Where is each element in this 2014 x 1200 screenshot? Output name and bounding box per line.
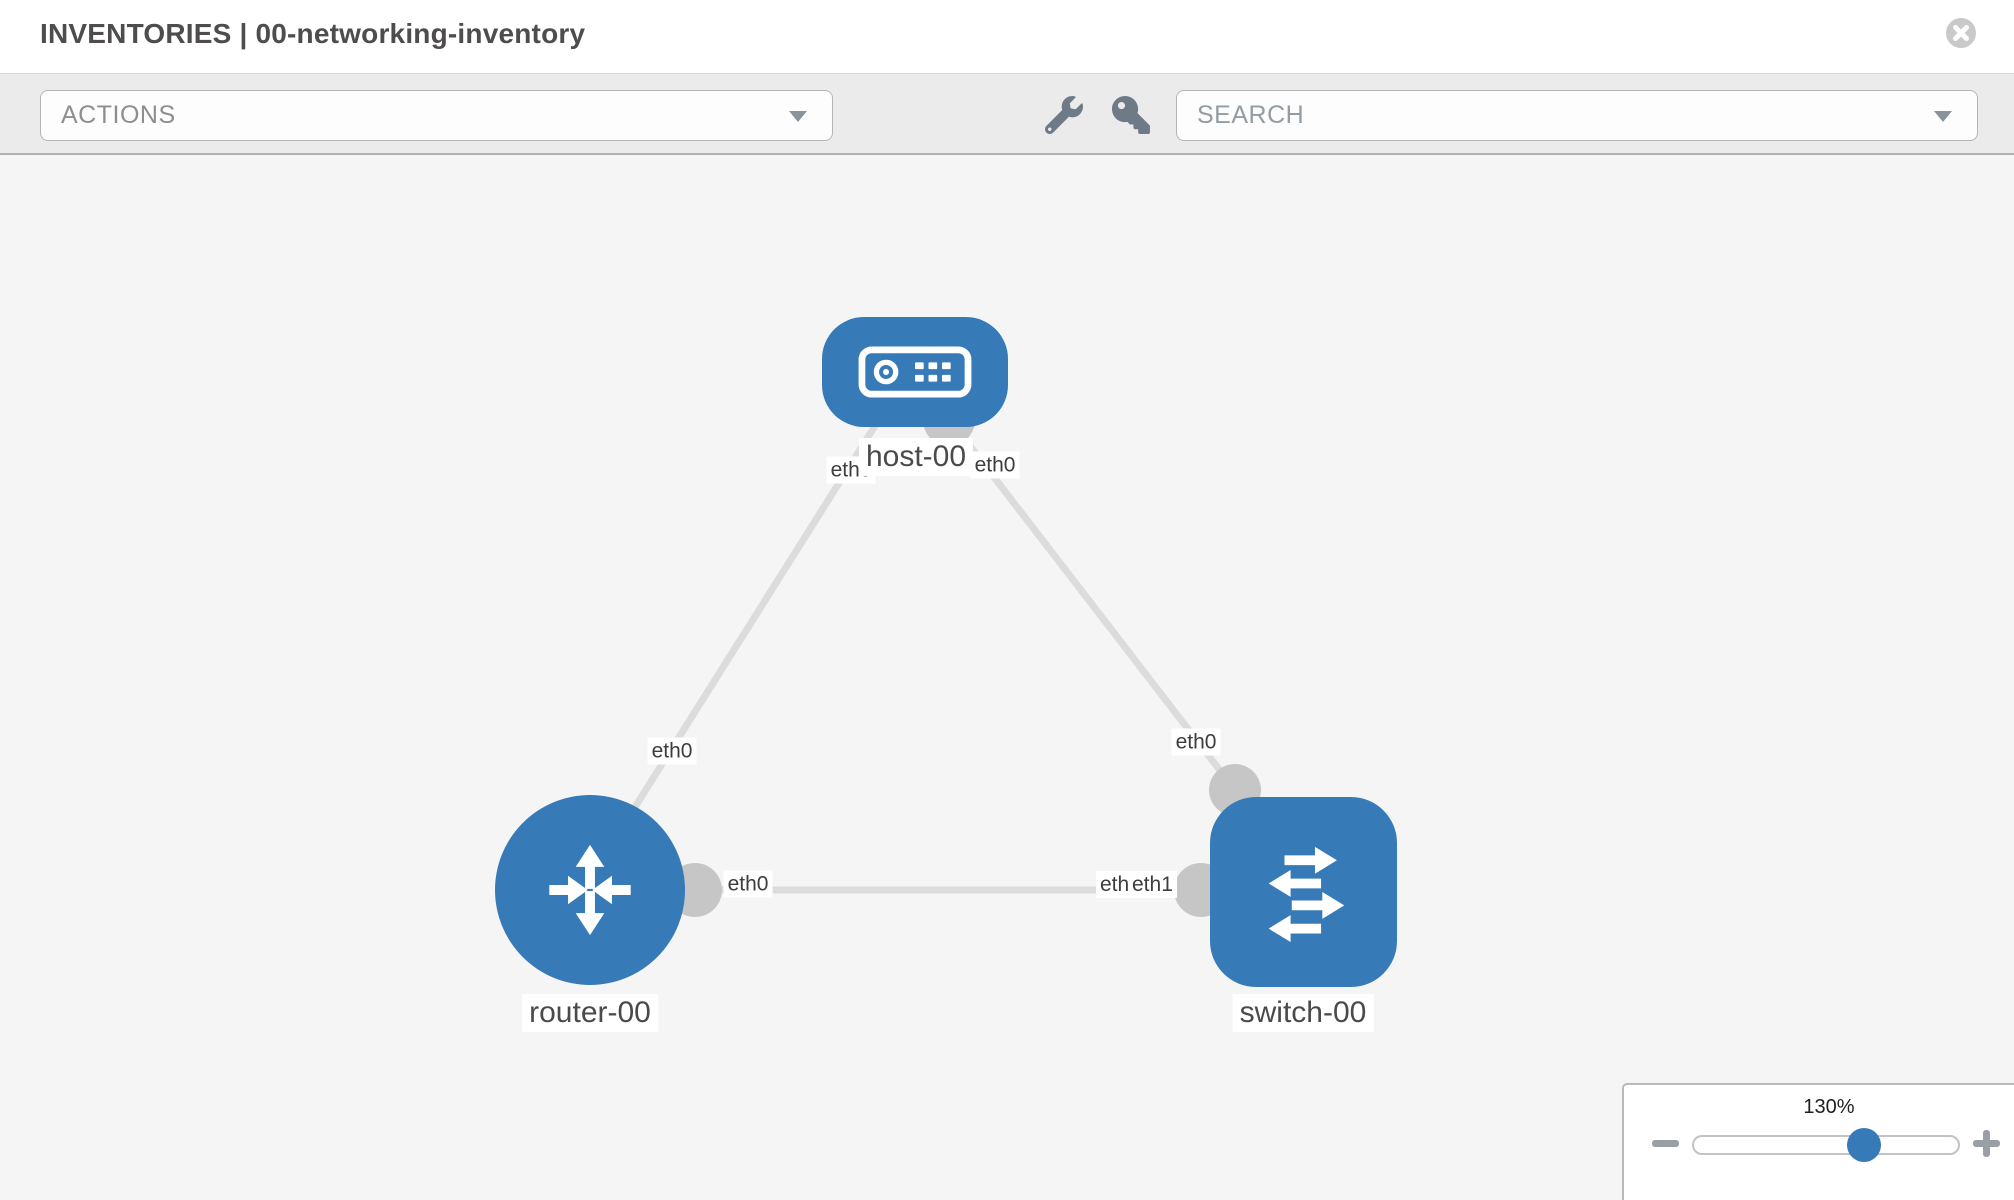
router-icon bbox=[549, 844, 631, 936]
iface-label-link-switch-front: eth1 bbox=[1128, 871, 1177, 898]
key-icon[interactable] bbox=[1112, 96, 1150, 134]
node-label-host: host-00 bbox=[858, 438, 974, 476]
zoom-slider-knob[interactable] bbox=[1847, 1128, 1881, 1162]
chevron-down-icon bbox=[789, 111, 807, 122]
zoom-slider-track[interactable] bbox=[1692, 1135, 1960, 1155]
iface-label-host-right: eth0 bbox=[970, 451, 1020, 479]
node-router-00[interactable] bbox=[495, 795, 685, 985]
page-title: INVENTORIES | 00-networking-inventory bbox=[40, 18, 586, 49]
node-host-00[interactable] bbox=[822, 317, 1008, 427]
search-dropdown[interactable] bbox=[1176, 90, 1978, 141]
close-button[interactable] bbox=[1946, 18, 1976, 48]
node-switch-00[interactable] bbox=[1210, 797, 1397, 987]
search-input[interactable] bbox=[1197, 101, 1877, 130]
links-layer bbox=[627, 394, 1261, 917]
link-host-switch bbox=[947, 417, 1238, 793]
zoom-out-button[interactable] bbox=[1652, 1140, 1679, 1147]
actions-dropdown-label: ACTIONS bbox=[61, 101, 176, 129]
iface-label-router-top: eth0 bbox=[647, 737, 697, 765]
chevron-down-icon bbox=[1934, 111, 1952, 122]
actions-dropdown[interactable]: ACTIONS bbox=[40, 90, 833, 141]
topology-canvas[interactable]: host-00 router-00 switch-00 eth0 eth0 et… bbox=[0, 155, 2014, 1200]
zoom-percent-value: 130% bbox=[1803, 1096, 1855, 1118]
node-label-switch: switch-00 bbox=[1232, 994, 1374, 1032]
iface-label-switch-top: eth0 bbox=[1171, 728, 1221, 756]
switch-icon bbox=[1268, 846, 1344, 943]
iface-label-link-router: eth0 bbox=[723, 870, 773, 898]
zoom-in-button[interactable] bbox=[1973, 1130, 2000, 1157]
zoom-panel: 130% bbox=[1622, 1083, 2014, 1200]
node-label-router: router-00 bbox=[522, 994, 658, 1032]
host-icon bbox=[858, 346, 972, 398]
wrench-icon[interactable] bbox=[1045, 96, 1083, 134]
toolbar: ACTIONS bbox=[0, 73, 2014, 155]
title-bar: INVENTORIES | 00-networking-inventory bbox=[0, 0, 2014, 73]
close-icon bbox=[1946, 18, 1976, 48]
